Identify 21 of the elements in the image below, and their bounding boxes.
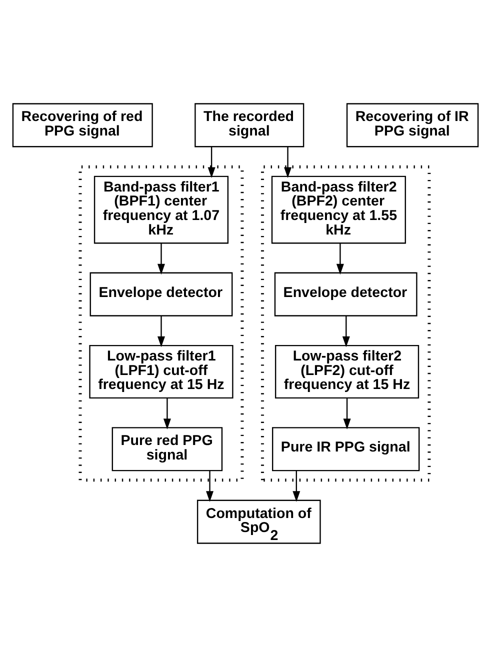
node-box: Recovering of red PPG signal bbox=[12, 102, 153, 147]
arrow bbox=[343, 397, 351, 429]
node-box: Envelope detector bbox=[90, 272, 233, 316]
arrow bbox=[163, 397, 171, 429]
arrow bbox=[336, 242, 344, 274]
node-box: Low-pass filter2 (LPF2) cut-off frequency at 15 Hz bbox=[274, 344, 420, 398]
arrow bbox=[208, 146, 216, 178]
arrow bbox=[157, 242, 165, 274]
arrow bbox=[342, 315, 350, 347]
node-box: Recovering of IR PPG signal bbox=[346, 102, 479, 147]
arrow bbox=[292, 470, 300, 502]
node-box: Pure IR PPG signal bbox=[272, 426, 420, 471]
arrow bbox=[157, 315, 165, 347]
arrow bbox=[284, 146, 292, 178]
node-box: Pure red PPG signal bbox=[112, 426, 223, 471]
node-box: Envelope detector bbox=[274, 272, 418, 316]
node-box: Band-pass filter2 (BPF2) center frequency at 1.55 kHz bbox=[271, 175, 406, 244]
node-box: Band-pass filter1 (BPF1) center frequency at 1.07 kHz bbox=[94, 175, 229, 244]
node-box: Low-pass filter1 (LPF1) cut-off frequency at 15 Hz bbox=[89, 344, 234, 398]
arrow bbox=[206, 470, 214, 502]
node-box: The recorded signal bbox=[194, 102, 304, 147]
